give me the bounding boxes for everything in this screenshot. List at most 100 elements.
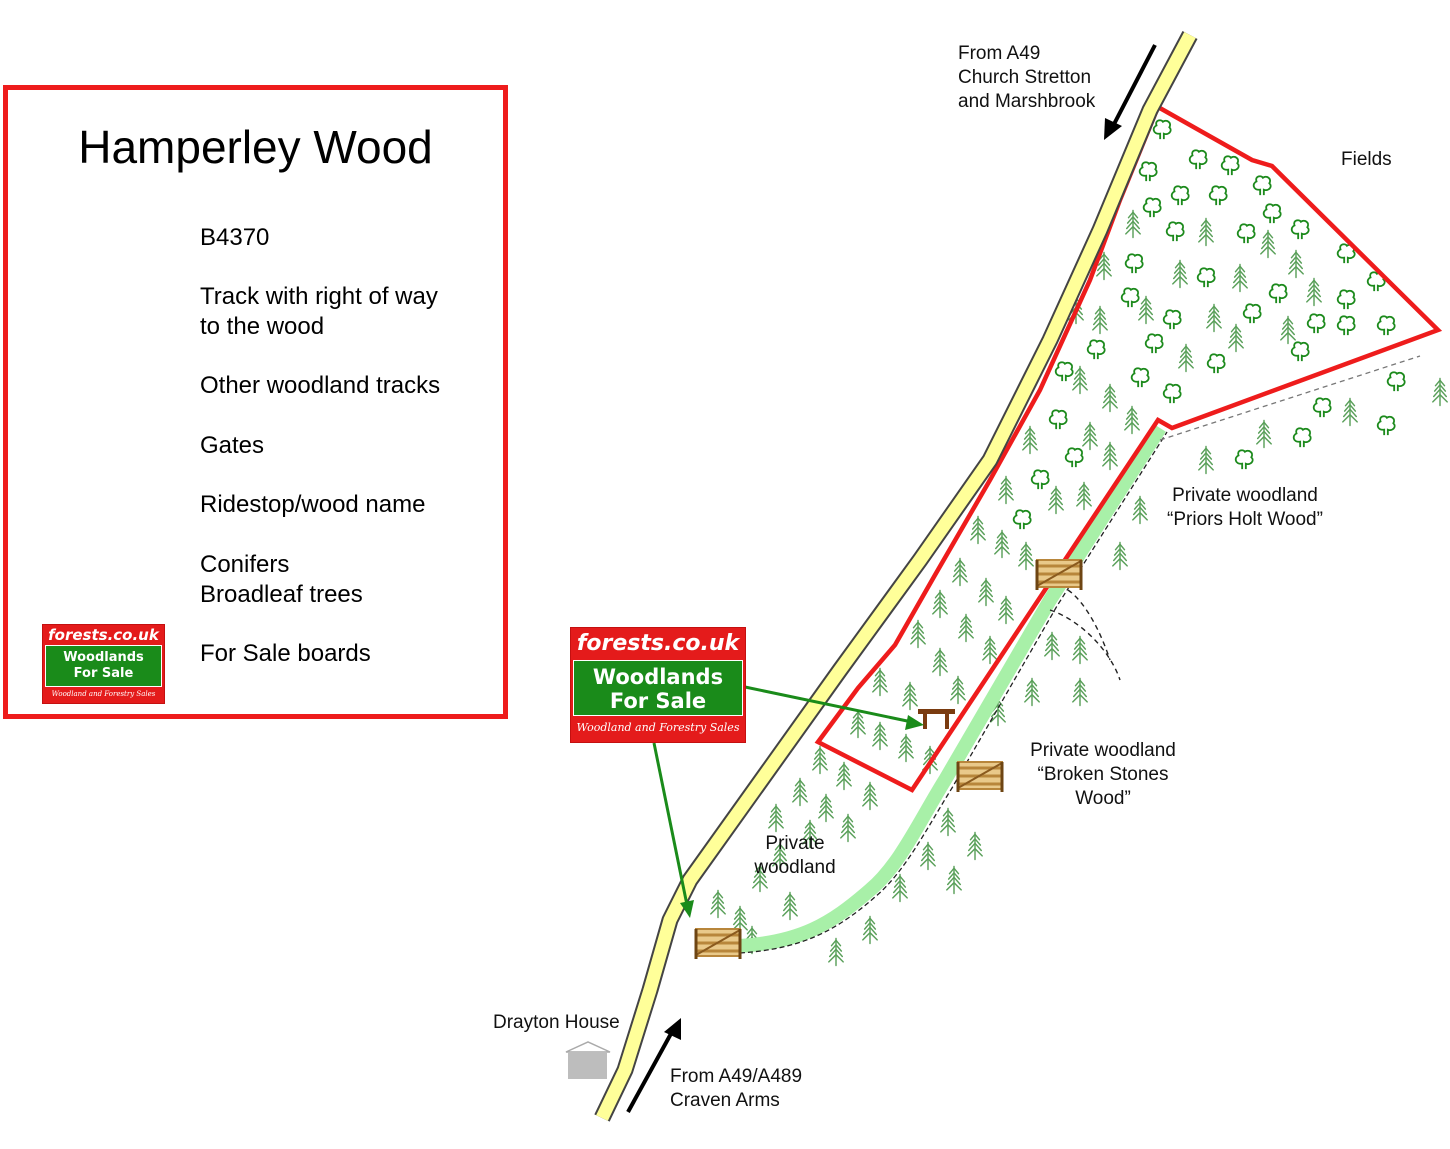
conifer-icon: [1288, 249, 1304, 279]
conifer-icon: [1076, 481, 1092, 511]
conifer-icon: [892, 873, 908, 903]
broadleaf-icon: [1152, 119, 1172, 141]
conifer-icon: [1178, 343, 1194, 373]
conifer-icon: [1072, 365, 1088, 395]
broadleaf-icon: [1144, 333, 1164, 355]
conifer-icon: [872, 721, 888, 751]
for-sale-board: forests.co.uk Woodlands For Sale Woodlan…: [570, 627, 746, 743]
broadleaf-icon: [1252, 175, 1272, 197]
broadleaf-icon: [1376, 415, 1396, 437]
conifer-icon: [1342, 397, 1358, 427]
board-pointer-arrow: [652, 742, 694, 918]
conifer-icon: [1198, 445, 1214, 475]
map-title: Hamperley Wood: [78, 121, 433, 173]
conifer-icon: [1232, 263, 1248, 293]
broadleaf-icon: [1306, 313, 1326, 335]
conifer-icon: [932, 647, 948, 677]
gate-icon: [694, 927, 742, 961]
arrow-north-icon: [626, 1018, 681, 1113]
right-of-way-track-edge: [699, 431, 1168, 954]
conifer-icon: [862, 915, 878, 945]
arrow-south-icon: [1104, 44, 1157, 140]
legend-label-road: B4370: [200, 224, 270, 251]
conifer-icon: [970, 515, 986, 545]
broadleaf-icon: [1208, 185, 1228, 207]
conifer-icon: [902, 681, 918, 711]
conifer-icon: [998, 475, 1014, 505]
broadleaf-icon: [1196, 267, 1216, 289]
broadleaf-icon: [1336, 289, 1356, 311]
broadleaf-icon: [1290, 219, 1310, 241]
broadleaf-icon: [1220, 155, 1240, 177]
conifer-icon: [952, 557, 968, 587]
b4370-road: [594, 31, 1198, 1122]
label-private-woodland: Private woodland: [754, 833, 836, 878]
conifer-icon: [1092, 305, 1108, 335]
conifer-icon: [1044, 631, 1060, 661]
conifer-icon: [1206, 303, 1222, 333]
broadleaf-icon: [1142, 197, 1162, 219]
woodland-track: [1067, 589, 1111, 661]
broadleaf-icon: [1170, 185, 1190, 207]
legend-label-boards: For Sale boards: [200, 640, 371, 667]
broadleaf-icon: [1262, 203, 1282, 225]
broadleaf-icon: [1206, 353, 1226, 375]
conifer-icon: [792, 777, 808, 807]
conifer-icon: [1072, 677, 1088, 707]
broadleaf-icon: [1234, 449, 1254, 471]
conifer-icon: [920, 841, 936, 871]
conifer-icon: [818, 793, 834, 823]
board-tagline: Woodland and Forestry Sales: [576, 721, 740, 734]
conifer-icon: [1124, 405, 1140, 435]
conifer-icon: [1280, 315, 1296, 345]
conifer-icon: [910, 619, 926, 649]
label-from-south: From A49/A489 Craven Arms: [670, 1066, 803, 1111]
woodland-track: [1159, 355, 1421, 441]
conifer-icon: [1102, 441, 1118, 471]
broadleaf-icon: [1165, 221, 1185, 243]
broadleaf-icon: [1376, 315, 1396, 337]
conifer-icon: [1112, 541, 1128, 571]
label-fields: Fields: [1341, 149, 1392, 170]
conifer-icon: [982, 635, 998, 665]
broadleaf-icon: [1188, 149, 1208, 171]
conifer-icon: [1082, 421, 1098, 451]
broadleaf-icon: [1162, 383, 1182, 405]
broadleaf-icon: [1030, 469, 1050, 491]
broadleaf-icon: [1138, 161, 1158, 183]
broadleaf-icon: [1236, 223, 1256, 245]
conifer-icon: [1018, 541, 1034, 571]
conifer-icon: [1048, 485, 1064, 515]
conifer-icon: [967, 831, 983, 861]
legend-label-gates: Gates: [200, 432, 265, 459]
broadleaf-icon: [1290, 341, 1310, 363]
conifer-icon: [940, 807, 956, 837]
woodland-track: [1049, 609, 1121, 681]
conifer-icon: [1125, 209, 1141, 239]
broadleaf-icon: [1086, 339, 1106, 361]
broadleaf-icon: [1048, 409, 1068, 431]
conifer-icon: [1306, 277, 1322, 307]
conifer-icon: [958, 613, 974, 643]
label-drayton-house: Drayton House: [493, 1012, 620, 1033]
broadleaf-icon: [1292, 427, 1312, 449]
house-icon: [565, 1041, 611, 1079]
sale-boundary: [814, 103, 1443, 793]
conifer-icon: [946, 865, 962, 895]
legend-label-ridestop: Ridestop/wood name: [200, 491, 426, 518]
broadleaf-icon: [1054, 361, 1074, 383]
legend: Hamperley Wood: [3, 85, 508, 719]
conifer-icon: [828, 937, 844, 967]
conifer-icon: [862, 781, 878, 811]
conifer-icon: [978, 577, 994, 607]
board-site: forests.co.uk: [576, 631, 740, 656]
conifer-icon: [1132, 495, 1148, 525]
conifer-icon: [1172, 259, 1188, 289]
ridestop-icon: [918, 709, 955, 729]
label-from-north: From A49 Church Stretton and Marshbrook: [958, 43, 1096, 112]
label-broken-stones: Private woodland “Broken Stones Wood”: [1030, 740, 1176, 809]
broadleaf-icon: [1064, 447, 1084, 469]
conifer-icon: [1138, 295, 1154, 325]
conifer-icon: [1198, 217, 1214, 247]
label-priors-holt: Private woodland “Priors Holt Wood”: [1167, 485, 1323, 530]
